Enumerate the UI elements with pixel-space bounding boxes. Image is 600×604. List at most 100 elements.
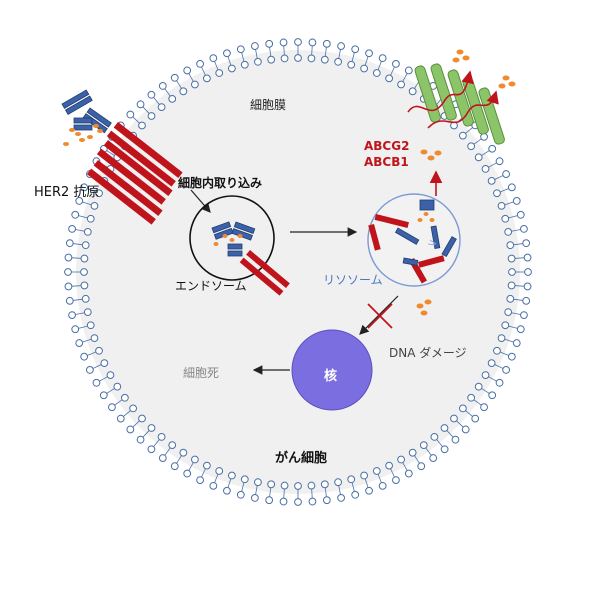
endosome <box>189 195 290 296</box>
lipid-head <box>236 490 245 499</box>
her2-receptor-icon <box>86 121 183 225</box>
lipid-head <box>508 268 516 276</box>
lipid-head <box>502 366 511 374</box>
lipid-head <box>429 454 438 462</box>
lipid-head <box>179 87 188 96</box>
lipid-head <box>170 462 179 471</box>
lipid-head <box>471 414 480 423</box>
lipid-head <box>138 414 146 423</box>
lipid-head <box>157 103 166 112</box>
lipid-head <box>280 481 289 490</box>
cell-death-label: 細胞死 <box>183 366 220 380</box>
lipid-head <box>320 55 329 64</box>
lipid-head <box>334 57 342 66</box>
lipid-head <box>80 268 88 276</box>
lipid-head <box>337 42 345 50</box>
lipid-head <box>392 59 400 68</box>
lipid-head <box>347 60 356 69</box>
lipid-head <box>419 441 428 450</box>
lipid-head <box>209 54 218 63</box>
lipid-head <box>120 393 129 402</box>
lipid-head <box>347 475 356 484</box>
lipid-head <box>90 201 99 210</box>
lipid-head <box>502 170 511 178</box>
lipid-head <box>504 228 513 236</box>
lipid-head <box>308 497 317 506</box>
lipid-head <box>495 157 504 166</box>
lipid-head <box>83 228 92 236</box>
lipid-head <box>113 382 122 391</box>
lipid-head <box>68 225 76 233</box>
lipid-head <box>372 467 381 475</box>
lipid-head <box>351 45 360 54</box>
lysosome <box>367 193 461 287</box>
lipid-head <box>265 496 274 505</box>
lipid-head <box>497 334 506 343</box>
lipid-head <box>138 121 146 130</box>
antibody-drug-conjugate-icon <box>61 89 112 146</box>
lipid-head <box>75 339 84 347</box>
lipid-head <box>215 467 224 475</box>
payload-drug-icon <box>416 299 432 316</box>
lipid-head <box>322 496 331 505</box>
lipid-head <box>158 454 167 462</box>
membrane-label: 細胞膜 <box>250 98 287 112</box>
lipid-head <box>408 87 417 96</box>
lipid-head <box>64 268 72 276</box>
lipid-head <box>524 268 532 276</box>
lipid-head <box>474 382 483 391</box>
lipid-head <box>360 64 369 73</box>
lipid-head <box>81 241 90 250</box>
lipid-head <box>365 486 373 495</box>
block-cross-icon <box>367 303 393 329</box>
lipid-head <box>157 432 166 441</box>
nucleus <box>291 329 373 411</box>
lipid-head <box>223 486 231 495</box>
lipid-head <box>251 42 259 50</box>
lipid-head <box>385 461 394 470</box>
lipid-head <box>86 321 95 330</box>
lipid-head <box>294 498 302 506</box>
lipid-head <box>458 131 467 140</box>
lipid-head <box>254 57 262 66</box>
lipid-head <box>236 45 245 54</box>
lipid-head <box>209 481 218 490</box>
lipid-head <box>522 296 531 305</box>
lipid-head <box>183 469 192 478</box>
lipid-head <box>397 455 405 464</box>
lipid-head <box>493 346 501 355</box>
lipid-head <box>251 494 259 502</box>
lipid-head <box>467 142 476 151</box>
endosome-label: エンドソーム <box>175 279 247 293</box>
lipid-head <box>507 254 516 263</box>
lipid-head <box>126 425 135 434</box>
lipid-head <box>378 54 387 63</box>
lipid-head <box>480 403 488 412</box>
lipid-head <box>85 366 94 374</box>
lipid-head <box>507 183 516 192</box>
lipid-head <box>265 39 274 48</box>
lipid-head <box>495 378 504 387</box>
lipid-head <box>501 214 510 223</box>
lipid-head <box>487 176 496 185</box>
lipid-head <box>191 80 199 89</box>
lipid-head <box>126 110 135 119</box>
lipid-head <box>64 253 73 262</box>
lipid-head <box>80 352 89 361</box>
lipid-head <box>520 225 528 233</box>
lipid-head <box>92 378 101 387</box>
lipid-head <box>506 241 515 250</box>
lipid-head <box>129 404 138 413</box>
lipid-head <box>95 346 103 355</box>
lipid-head <box>279 38 288 47</box>
lipid-head <box>481 165 490 173</box>
lipid-head <box>280 54 289 63</box>
nucleus-label: 核 <box>324 369 338 384</box>
lipid-head <box>64 282 73 291</box>
lipid-head <box>183 66 192 75</box>
lipid-head <box>147 445 156 454</box>
lipid-head <box>147 424 156 432</box>
lipid-head <box>267 480 276 489</box>
